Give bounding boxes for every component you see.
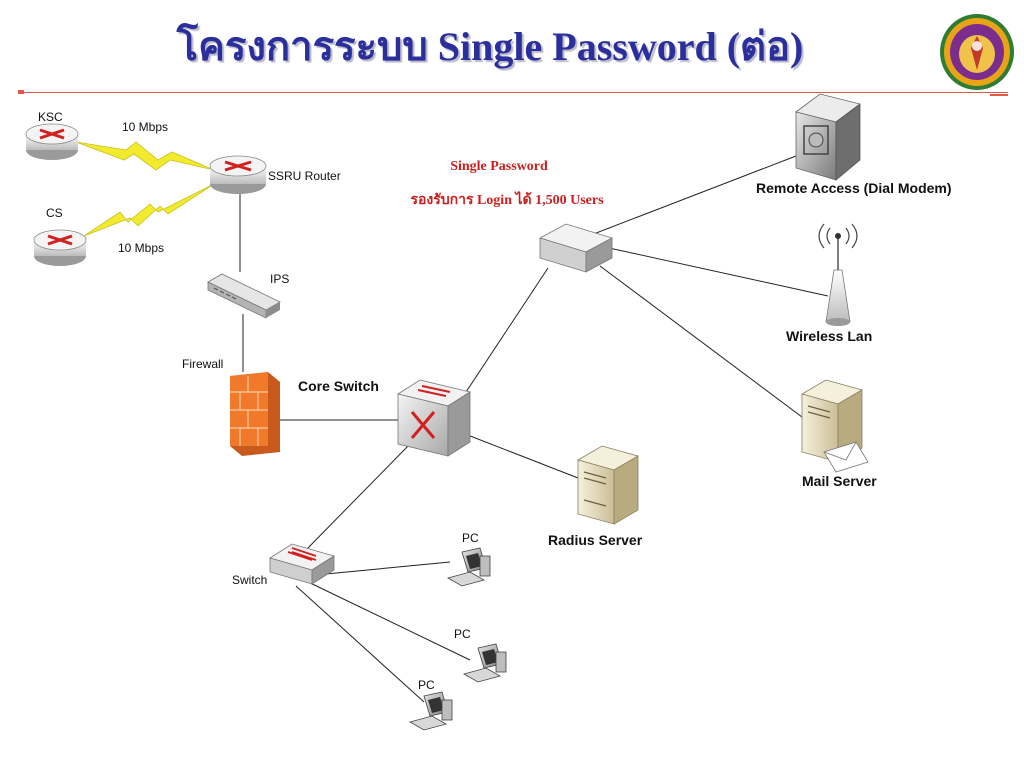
label-firewall: Firewall <box>182 357 223 371</box>
core-switch-icon <box>396 379 472 457</box>
note-single-password: Single Password <box>450 159 548 174</box>
radius-server-icon <box>576 445 640 525</box>
label-remote-access: Remote Access (Dial Modem) <box>756 180 952 196</box>
label-pc-2: PC <box>454 627 471 641</box>
link-core-distribution <box>465 267 549 393</box>
label-wireless-lan: Wireless Lan <box>786 328 872 344</box>
label-pc-1: PC <box>462 531 479 545</box>
link-switch-pc3 <box>295 585 425 703</box>
firewall-icon <box>230 372 280 456</box>
label-ips: IPS <box>270 272 289 286</box>
university-logo <box>940 14 1014 90</box>
pc-2-icon <box>462 643 507 683</box>
router-ssru-icon <box>209 155 267 194</box>
pc-3-icon <box>408 691 453 731</box>
link-switch-pc1 <box>325 561 451 575</box>
mail-server-icon <box>800 379 869 473</box>
label-switch: Switch <box>232 573 267 587</box>
link-switch-pc2 <box>303 579 471 661</box>
wan-link-ksc-lightning <box>75 141 215 171</box>
label-link-ksc: 10 Mbps <box>122 120 168 134</box>
link-core-switch <box>303 443 411 553</box>
wan-link-cs-lightning <box>83 183 215 237</box>
link-dist-remote <box>577 155 797 241</box>
access-switch-icon <box>269 543 335 585</box>
label-radius-server: Radius Server <box>548 532 643 548</box>
label-pc-3: PC <box>418 678 435 692</box>
link-dist-wireless <box>599 245 829 297</box>
divider-tick-left <box>18 90 24 94</box>
label-link-cs: 10 Mbps <box>118 241 164 255</box>
pc-1-icon <box>446 547 491 587</box>
router-cs-icon <box>33 229 87 266</box>
remote-access-modem-icon <box>795 93 861 181</box>
ips-device-icon <box>207 273 281 319</box>
wireless-antenna-icon <box>818 223 858 326</box>
title-divider <box>18 92 1008 93</box>
label-ssru-router: SSRU Router <box>268 169 341 183</box>
link-core-radius <box>459 431 579 479</box>
label-core-switch: Core Switch <box>298 378 379 394</box>
slide-title: โครงการระบบ Single Password (ต่อ) <box>176 24 804 69</box>
label-cs: CS <box>46 206 63 220</box>
divider-tick-right <box>990 94 1008 96</box>
note-login-capacity: รองรับการ Login ได้ 1,500 Users <box>410 190 604 208</box>
connection-lines <box>239 155 829 703</box>
label-mail-server: Mail Server <box>802 473 877 489</box>
label-ksc: KSC <box>38 110 63 124</box>
router-ksc-icon <box>25 123 79 160</box>
link-dist-mail <box>599 265 807 421</box>
distribution-switch-icon <box>538 223 614 273</box>
